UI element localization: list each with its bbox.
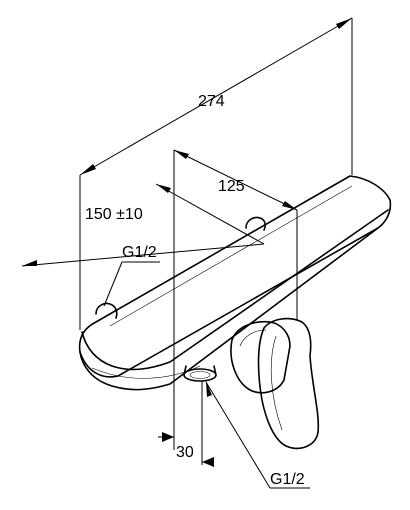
outlet-ring bbox=[183, 368, 217, 382]
inlet-thread-label: G1/2 bbox=[122, 244, 157, 261]
arrowhead-125-right bbox=[282, 201, 297, 210]
inlet-left bbox=[95, 302, 118, 319]
lever-handle bbox=[230, 317, 320, 450]
dimension-label-125: 125 bbox=[218, 178, 245, 195]
dim-line-150 bbox=[21, 243, 265, 267]
arrowhead-150-upper bbox=[156, 184, 171, 193]
dimension-label-274: 274 bbox=[198, 93, 225, 110]
inlet-thread-callout: G1/2 bbox=[103, 244, 160, 307]
dimension-label-30: 30 bbox=[176, 444, 194, 461]
arrowhead-outlet bbox=[206, 382, 212, 397]
dimension-label-150: 150 ±10 bbox=[85, 206, 143, 223]
inlet-connectors bbox=[95, 216, 266, 319]
dim-line-274 bbox=[79, 17, 353, 176]
dimension-30: 30 bbox=[158, 381, 214, 467]
leader-outlet bbox=[205, 381, 271, 489]
lever-highlight bbox=[270, 335, 283, 431]
mixer-front-face bbox=[79, 227, 379, 391]
arrowhead-30-right bbox=[202, 457, 214, 467]
mixer-body bbox=[78, 175, 392, 391]
dim-line-125 bbox=[173, 149, 298, 211]
lever-base-inner bbox=[239, 329, 267, 347]
dim-line-150-upper bbox=[155, 183, 265, 245]
arrowhead-30-left bbox=[162, 432, 174, 442]
inlet-right bbox=[245, 216, 266, 231]
arrowhead-274-left bbox=[80, 164, 96, 175]
lever-base bbox=[230, 320, 291, 394]
arrowhead-274-right bbox=[336, 18, 352, 29]
outlet-thread-label: G1/2 bbox=[270, 471, 305, 488]
outlet-ring-inner bbox=[189, 371, 211, 379]
dimension-150: 150 ±10 bbox=[21, 183, 265, 267]
arrowhead-150-left bbox=[22, 260, 37, 266]
outlet-nozzle bbox=[183, 365, 217, 382]
outlet-neck bbox=[183, 365, 217, 376]
mixer-top-highlight bbox=[109, 185, 353, 327]
dimension-125: 125 bbox=[173, 149, 298, 450]
lever-blade bbox=[257, 317, 320, 450]
arrowhead-125-left bbox=[174, 150, 189, 159]
outlet-thread-callout: G1/2 bbox=[205, 381, 310, 489]
dimension-274: 274 bbox=[79, 17, 353, 330]
leader-inlet bbox=[103, 261, 123, 307]
mixer-lower-edge bbox=[81, 209, 389, 371]
